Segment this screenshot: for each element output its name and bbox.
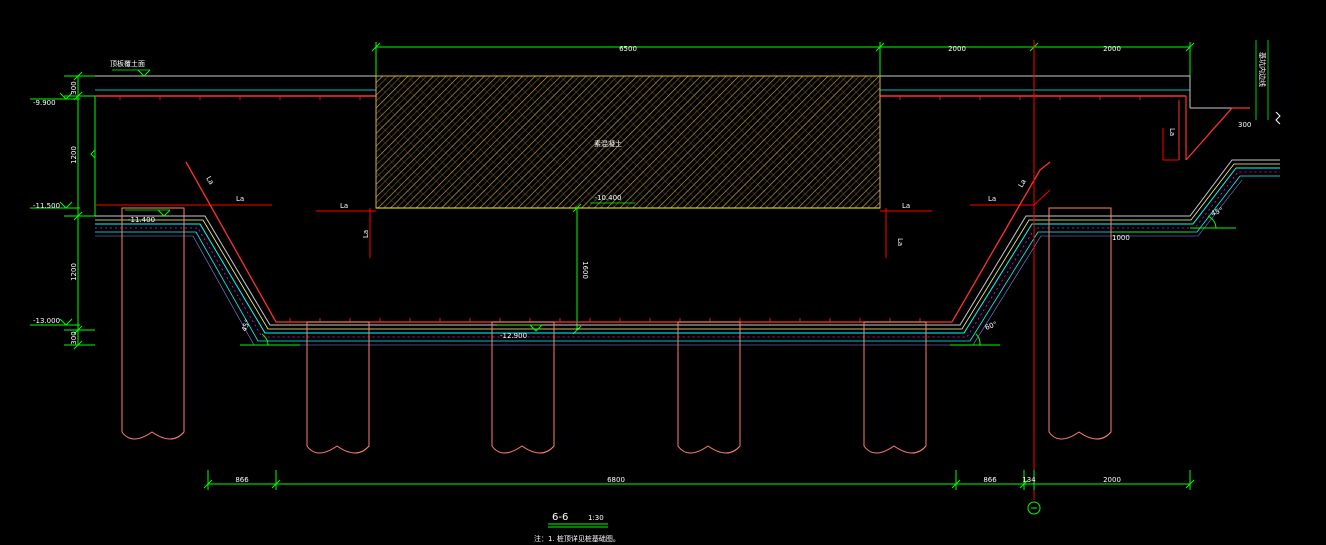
elevation-1: -9.900 <box>33 99 56 107</box>
la-8: La <box>1017 178 1028 189</box>
level-mark-left <box>157 209 171 217</box>
pile-1 <box>121 207 185 440</box>
pile-5 <box>863 321 927 454</box>
left-seg-2: 1200 <box>70 146 78 164</box>
bottom-dim-3: 866 <box>983 476 997 484</box>
level-mid: -12.900 <box>500 332 527 340</box>
pit-layers <box>95 159 1280 346</box>
axis-bubble <box>1027 501 1041 515</box>
left-seg-3: 1200 <box>70 263 78 281</box>
left-elevation-chain <box>30 71 96 350</box>
la-6: La <box>988 195 996 203</box>
pit-rebar <box>185 107 1250 323</box>
la-1: La <box>236 195 244 203</box>
break-mark-right <box>1275 111 1281 125</box>
la-5: La <box>896 238 904 246</box>
top-dim-1: 6500 <box>619 45 637 53</box>
pile-2 <box>306 321 370 454</box>
pile-4 <box>677 321 741 454</box>
top-left-note: 顶板覆土面 <box>110 59 145 68</box>
right-small-dim: 300 <box>1238 121 1251 129</box>
piles <box>121 207 1112 454</box>
la-3: La <box>362 230 370 238</box>
section-scale: 1:30 <box>588 514 604 522</box>
top-dim-2: 2000 <box>948 45 966 53</box>
bottom-dim-4: 134 <box>1022 476 1036 484</box>
section-title: 6-6 <box>552 512 568 523</box>
bottom-dim-5: 2000 <box>1103 476 1121 484</box>
left-seg-1: 300 <box>70 81 78 94</box>
anchor-lines <box>95 128 1179 258</box>
top-level-marker <box>137 69 151 77</box>
bottom-dimension-chain <box>203 470 1195 490</box>
core-level: -10.400 <box>594 194 621 202</box>
rebar-ticks <box>119 96 1141 322</box>
depth-dim-label: 1600 <box>581 261 589 279</box>
elevation-2: -11.500 <box>33 202 60 210</box>
pile-6 <box>1048 207 1112 440</box>
right-angle <box>950 333 1000 346</box>
bottom-dim-1: 866 <box>235 476 249 484</box>
angle-right: 45° <box>1210 206 1224 218</box>
angle-mid: 60° <box>984 320 998 332</box>
left-angle <box>240 333 300 346</box>
top-dim-3: 2000 <box>1103 45 1121 53</box>
right-bottom-dim: 1000 <box>1112 234 1130 242</box>
level-mark-mid <box>529 324 543 332</box>
bottom-dim-2: 6800 <box>607 476 625 484</box>
la-7: La <box>204 175 215 186</box>
far-right-angle <box>1190 215 1236 229</box>
left-seg-4: 300 <box>70 331 78 344</box>
section-note: 注：1. 桩顶详见桩基础图。 <box>534 534 620 543</box>
elevation-3: -13.000 <box>33 317 60 325</box>
la-9: La <box>1168 128 1176 136</box>
core-note: 素混凝土 <box>594 139 622 148</box>
la-4: La <box>902 202 910 210</box>
break-mark-left <box>90 149 96 159</box>
level-left: -11.400 <box>128 216 155 224</box>
right-note: 基坑内边线 <box>1258 52 1267 87</box>
angle-left: 45° <box>240 318 252 332</box>
la-2: La <box>340 202 348 210</box>
pile-3 <box>491 321 555 454</box>
